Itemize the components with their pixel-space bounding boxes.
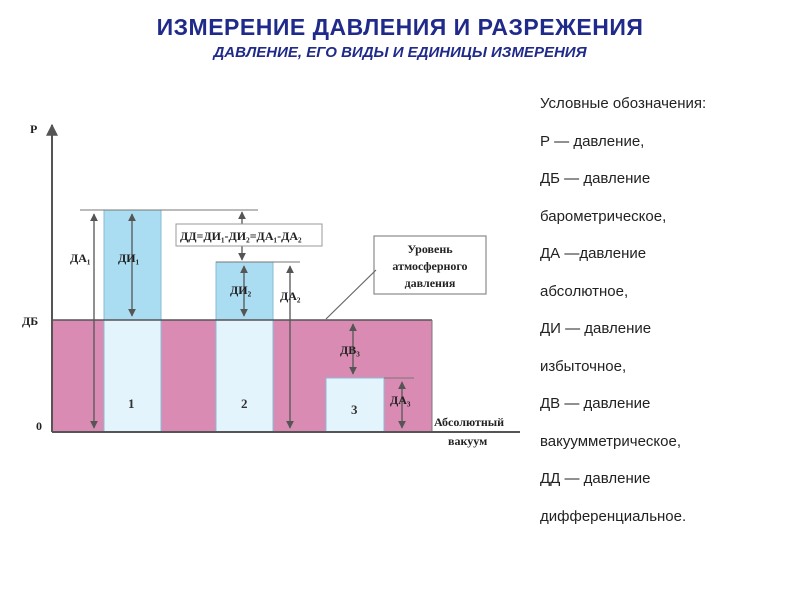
legend-line: ДБ — давление (540, 170, 651, 187)
column-2-number: 2 (241, 396, 248, 411)
callout-line-1: Уровень (407, 242, 453, 256)
column-3-number: 3 (351, 402, 358, 417)
legend-line: абсолютное, (540, 282, 629, 300)
absolute-vacuum-label-1: Абсолютный (434, 415, 504, 429)
column-3-box (325, 377, 385, 433)
absolute-vacuum-label-2: вакуум (448, 434, 487, 448)
page-subtitle: ДАВЛЕНИЕ, ЕГО ВИДЫ И ЕДИНИЦЫ ИЗМЕРЕНИЯ (213, 44, 587, 61)
callout-line-2: атмосферного (392, 259, 467, 273)
da1-label: ДА₁ (70, 251, 91, 265)
legend-line: избыточное, (540, 357, 627, 375)
legend: Условные обозначения: Р — давление, ДБ —… (540, 90, 790, 540)
zero-level-label: 0 (36, 419, 42, 433)
di1-label: ДИ₁ (118, 251, 140, 265)
di2-label: ДИ₂ (230, 283, 252, 297)
da3-label: ДА₃ (390, 393, 411, 407)
y-axis-label: Р (30, 122, 37, 136)
atmospheric-callout-box (373, 235, 487, 295)
legend-heading: Условные обозначения: (540, 95, 707, 112)
callout-pointer (325, 269, 377, 320)
callout-line-3: давления (405, 276, 456, 290)
legend-line: барометрическое, (540, 207, 667, 225)
legend-line: ДД — давление (540, 470, 651, 487)
db-level-label: ДБ (22, 314, 38, 328)
legend-line: ДИ — давление (540, 320, 652, 337)
formula-text: ДД=ДИ₁-ДИ₂=ДА₁-ДА₂ (180, 229, 302, 243)
legend-line: вакуумметрическое, (540, 432, 682, 450)
column-2-lower (215, 319, 274, 433)
page-title: ИЗМЕРЕНИЕ ДАВЛЕНИЯ И РАЗРЕЖЕНИЯ (156, 14, 644, 40)
dv3-label: ДВ₃ (340, 343, 360, 357)
legend-line: ДВ — давление (540, 395, 651, 412)
formula-box (175, 223, 323, 247)
legend-line: Р — давление, (540, 132, 645, 150)
column-1-lower (103, 319, 162, 433)
da2-label: ДА₂ (280, 289, 301, 303)
column-1-number: 1 (128, 396, 135, 411)
legend-line: ДА —давление (540, 245, 647, 262)
legend-line: дифференциальное. (540, 507, 687, 525)
